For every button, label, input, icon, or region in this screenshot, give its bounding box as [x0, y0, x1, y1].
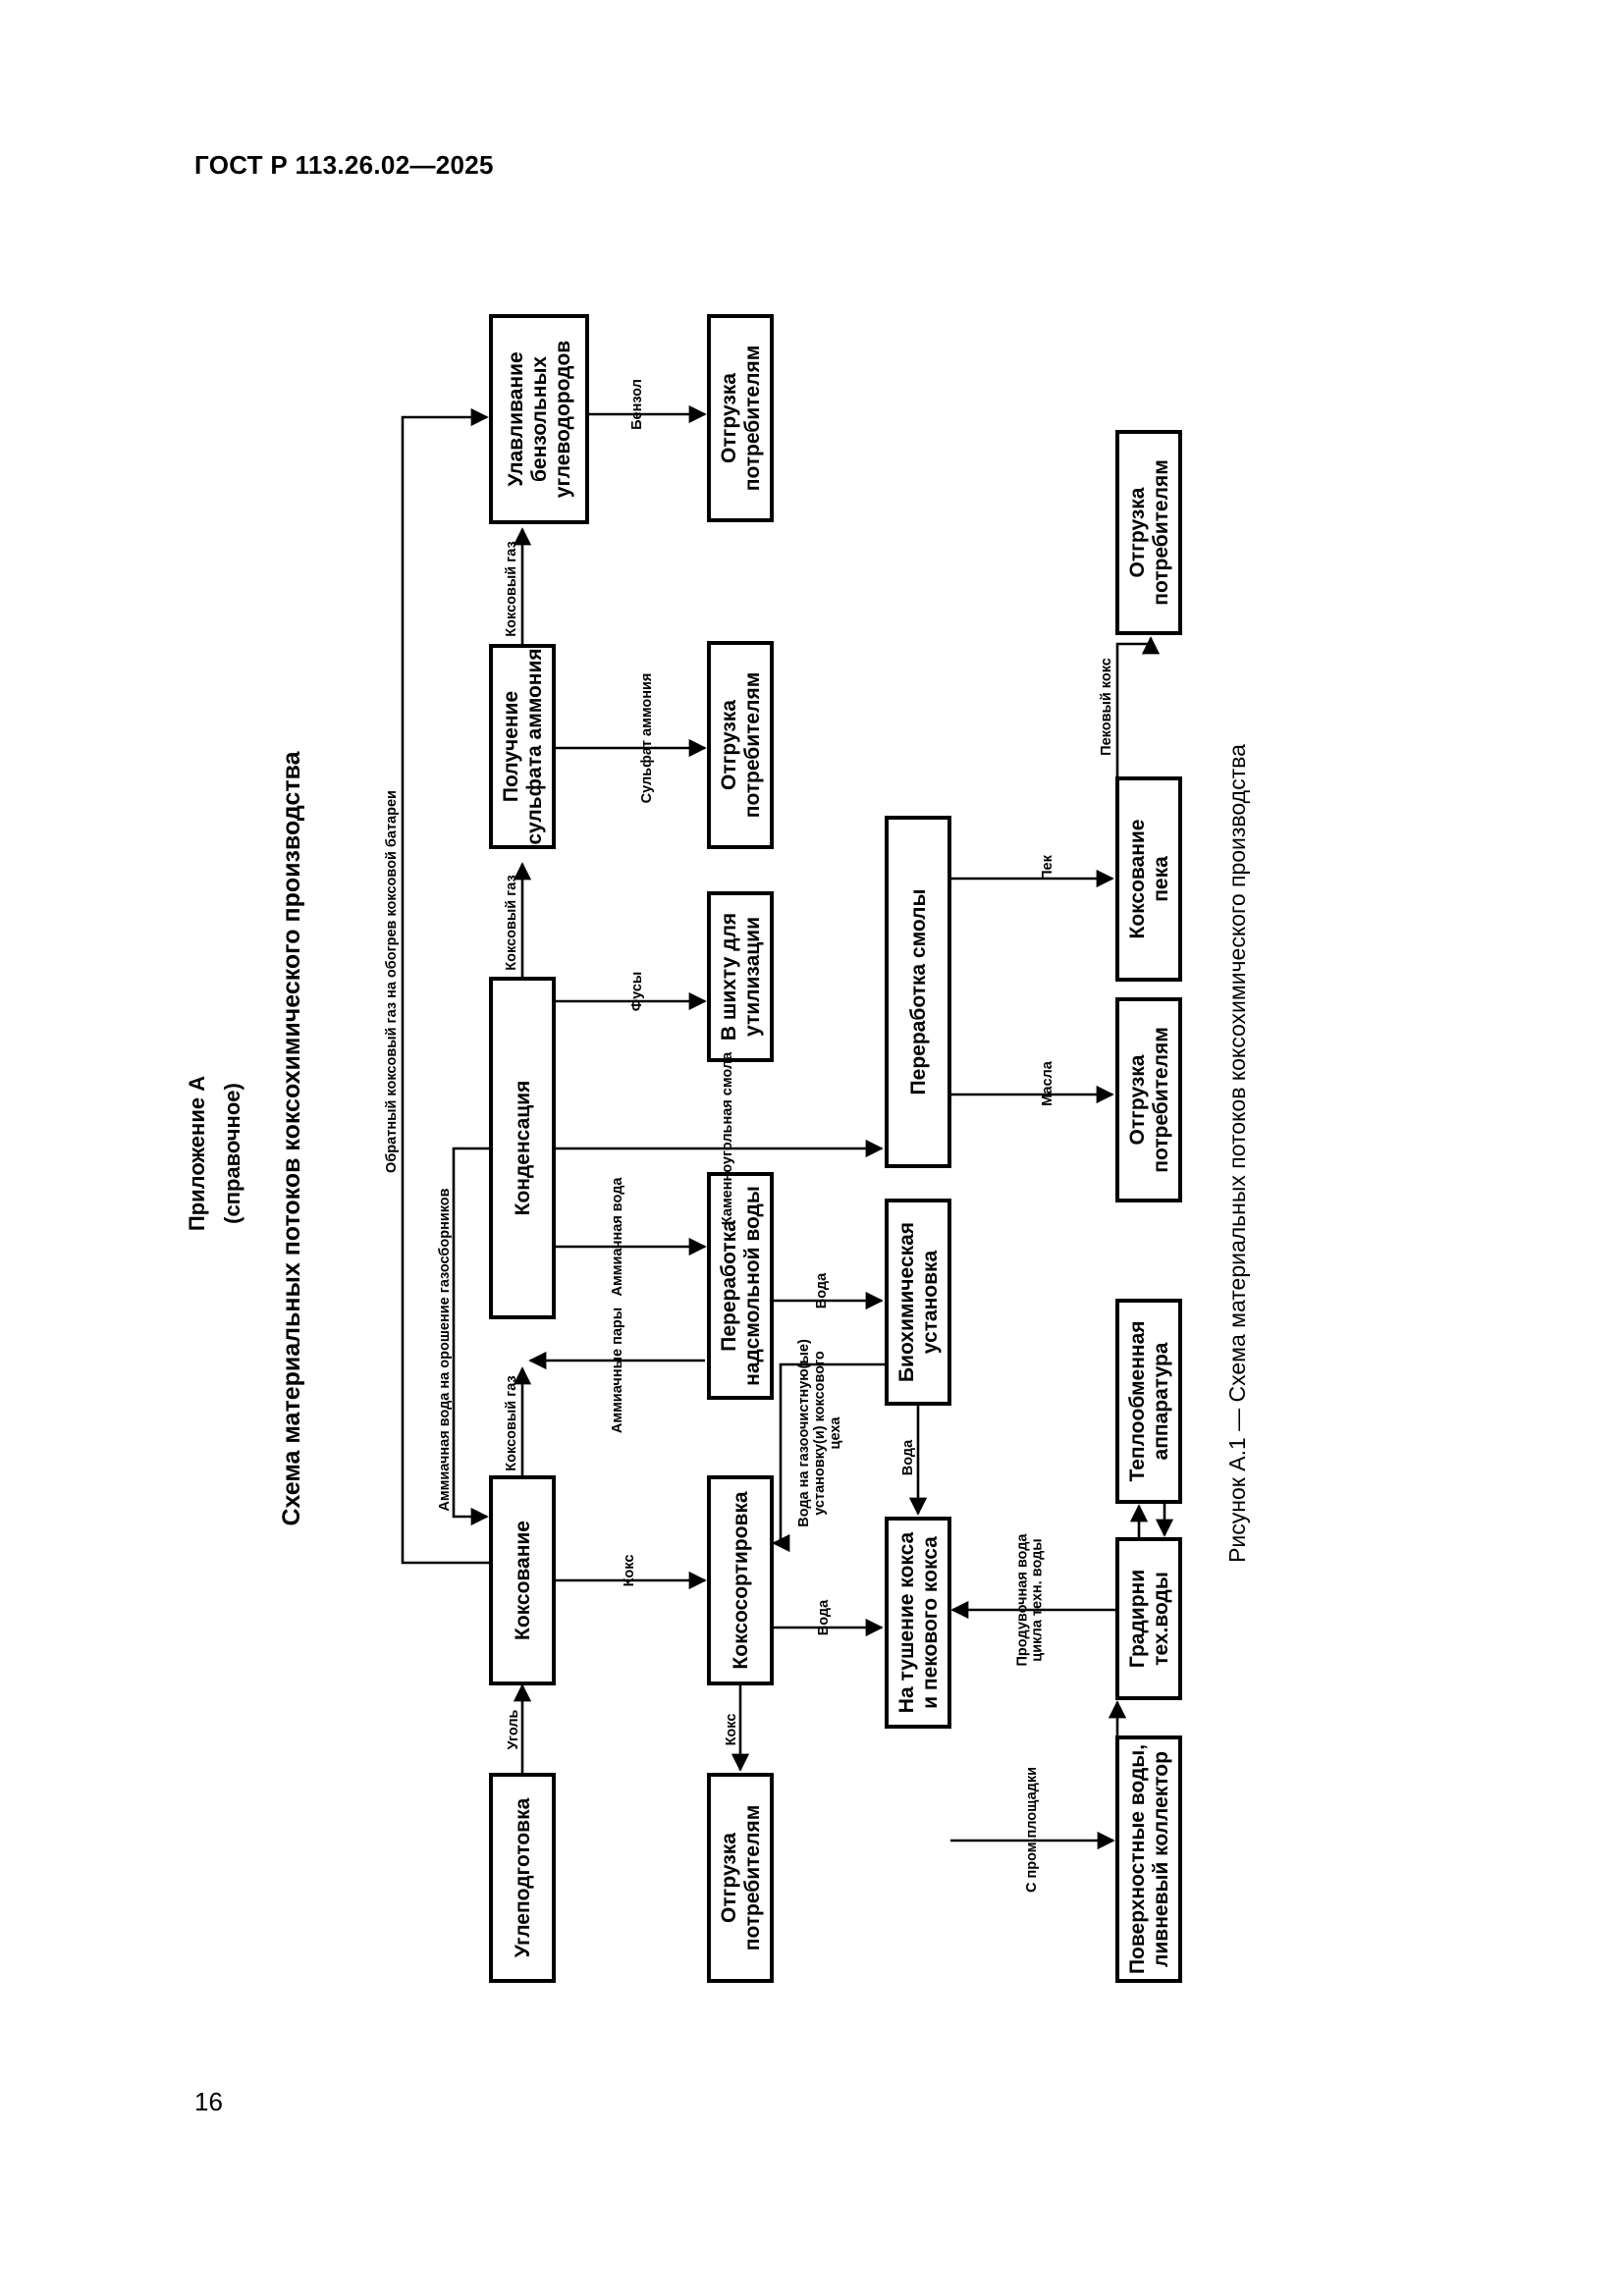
box-koksovanie	[489, 1475, 556, 1685]
box-bio	[885, 1199, 951, 1406]
box-label: Биохимическая	[895, 1222, 918, 1382]
edge-label: Аммиачная вода	[610, 1177, 625, 1297]
appendix-title: Приложение А	[185, 1076, 209, 1231]
box-label: На тушение кокса	[895, 1532, 918, 1714]
box-label: Коксование	[1126, 820, 1149, 939]
edge-label: Вода	[816, 1599, 832, 1635]
box-v-shihtu	[707, 891, 774, 1062]
edge-label: Вода	[900, 1439, 916, 1475]
edge-label: Коксовый газ	[504, 875, 519, 970]
box-label: и пекового кокса	[919, 1536, 942, 1709]
edge-label: Фусы	[629, 972, 645, 1012]
box-label: Отгрузка	[718, 373, 740, 463]
box-label: Поверхностные воды,	[1126, 1744, 1149, 1974]
edge-label: Бензол	[629, 379, 645, 430]
box-label: Отгрузка	[718, 1833, 740, 1923]
box-label: Углеподготовка	[512, 1797, 534, 1957]
box-label: бензольных	[528, 356, 551, 482]
box-label: Отгрузка	[1126, 487, 1149, 577]
box-pererab-smoly	[885, 816, 951, 1168]
edge-label: Коксовый газ	[504, 1375, 519, 1470]
box-label: установка	[919, 1250, 942, 1354]
box-label: Переработка смолы	[907, 889, 930, 1095]
edge-label: цеха	[828, 1416, 843, 1450]
appendix-kind: (справочное)	[220, 1083, 244, 1224]
box-label: ливневый коллектор	[1150, 1751, 1172, 1967]
box-ship-pek	[1115, 430, 1182, 635]
box-label: В шихту для	[718, 913, 740, 1041]
edge-label: Масла	[1040, 1060, 1056, 1106]
box-label: потребителям	[1150, 1027, 1172, 1172]
figure-caption: Рисунок А.1 — Схема материальных потоков…	[1224, 744, 1250, 1563]
edge-label: Обратный коксовый газ на обогрев коксово…	[384, 790, 400, 1173]
edge-label: Пек	[1040, 854, 1056, 880]
edge-label: Вода на газоочистную(ые)	[796, 1339, 812, 1527]
box-label: потребителям	[741, 1805, 764, 1950]
box-gradirni	[1115, 1537, 1182, 1700]
box-label: Отгрузка	[1126, 1054, 1149, 1145]
diagram-title: Схема материальных потоков коксохимическ…	[278, 750, 305, 1525]
box-label: углеводородов	[552, 341, 574, 499]
edge-label: Сульфат аммония	[639, 673, 655, 804]
box-label: Коксование	[512, 1521, 534, 1640]
box-kondensaciya	[489, 977, 556, 1319]
box-label: потребителям	[1150, 459, 1172, 605]
box-poverh-vody	[1115, 1735, 1182, 1983]
box-label: Конденсация	[512, 1081, 534, 1216]
box-koksovanie-peka	[1115, 776, 1182, 982]
edge-label: Продувочная вода	[1015, 1533, 1031, 1667]
box-label: аппаратура	[1150, 1342, 1172, 1460]
box-label: Получение	[500, 691, 522, 802]
box-label: пека	[1150, 856, 1172, 902]
box-label: Градирни	[1126, 1570, 1149, 1668]
box-ugle-prep	[489, 1773, 556, 1983]
box-label: Улавливание	[505, 351, 527, 486]
document-code: ГОСТ Р 113.26.02—2025	[194, 150, 494, 180]
edge-label: С пром.площадки	[1024, 1767, 1040, 1893]
box-pererab-vody	[707, 1172, 774, 1400]
flow-line	[772, 1362, 887, 1553]
edge-label: Каменноугольная смола	[720, 1051, 735, 1225]
edge-label: Аммиачная вода на орошение газосборников	[437, 1188, 453, 1511]
box-label: Коксосортировка	[730, 1491, 752, 1669]
box-label: надсмольной воды	[741, 1186, 764, 1386]
box-koksosort	[707, 1475, 774, 1685]
edge-label: цикла техн. воды	[1030, 1538, 1046, 1661]
box-benzol-box	[489, 314, 589, 524]
box-label: Отгрузка	[718, 700, 740, 790]
edge-label: Коксовый газ	[504, 541, 519, 636]
box-ship-masla	[1115, 997, 1182, 1202]
page-number: 16	[194, 2087, 223, 2116]
box-ship-koks	[707, 1773, 774, 1983]
box-label: утилизации	[741, 917, 764, 1037]
flow-line	[452, 1147, 491, 1526]
box-teploobmen	[1115, 1299, 1182, 1504]
box-ship-sulfat	[707, 641, 774, 849]
box-label: Переработка	[718, 1220, 740, 1352]
box-sulfat	[489, 644, 556, 849]
box-label: тех.воды	[1150, 1572, 1172, 1666]
box-label: потребителям	[741, 346, 764, 491]
box-label: Теплообменная	[1126, 1320, 1149, 1481]
edge-label: установку(и) коксового	[812, 1351, 828, 1516]
edge-label: Кокс	[724, 1714, 739, 1746]
flow-line	[1115, 636, 1161, 778]
flow-line	[401, 407, 491, 1565]
edge-label: Пековый кокс	[1099, 658, 1114, 756]
edge-label: Кокс	[622, 1555, 637, 1587]
box-label: потребителям	[741, 672, 764, 818]
edge-label: Вода	[814, 1272, 830, 1308]
edge-label: Аммиачные пары	[610, 1308, 625, 1433]
box-label: сульфата аммония	[523, 648, 546, 844]
edge-label: Уголь	[506, 1709, 521, 1749]
box-tushenie	[885, 1517, 951, 1729]
box-ship-benzol	[707, 314, 774, 522]
